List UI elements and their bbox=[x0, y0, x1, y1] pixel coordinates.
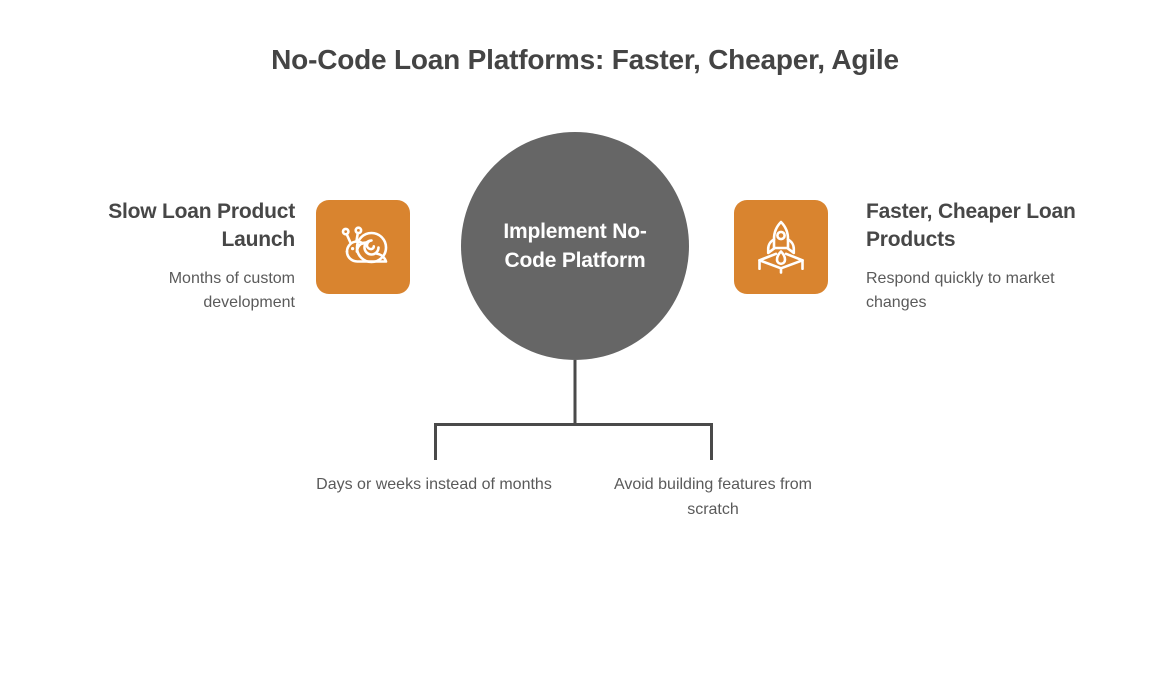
rocket-launch-icon bbox=[752, 218, 810, 276]
branch-left-body: Months of custom development bbox=[168, 270, 295, 311]
branch-right-heading: Faster, Cheaper Loan Products bbox=[866, 200, 1076, 251]
leaf-label-1: Days or weeks instead of months bbox=[316, 476, 552, 493]
branch-right-icon-tile bbox=[734, 200, 828, 294]
branch-right-body: Respond quickly to market changes bbox=[866, 270, 1055, 311]
branch-left-heading: Slow Loan Product Launch bbox=[108, 200, 295, 251]
page-title: No-Code Loan Platforms: Faster, Cheaper,… bbox=[271, 44, 899, 75]
center-node: Implement No-Code Platform bbox=[461, 132, 689, 360]
branch-left: Slow Loan Product Launch Months of custo… bbox=[85, 198, 295, 315]
leaf-label-2: Avoid building features from scratch bbox=[613, 476, 813, 518]
snail-icon bbox=[333, 221, 393, 273]
center-node-label: Implement No-Code Platform bbox=[503, 220, 647, 272]
branch-right: Faster, Cheaper Loan Products Respond qu… bbox=[866, 198, 1076, 315]
branch-left-icon-tile bbox=[316, 200, 410, 294]
